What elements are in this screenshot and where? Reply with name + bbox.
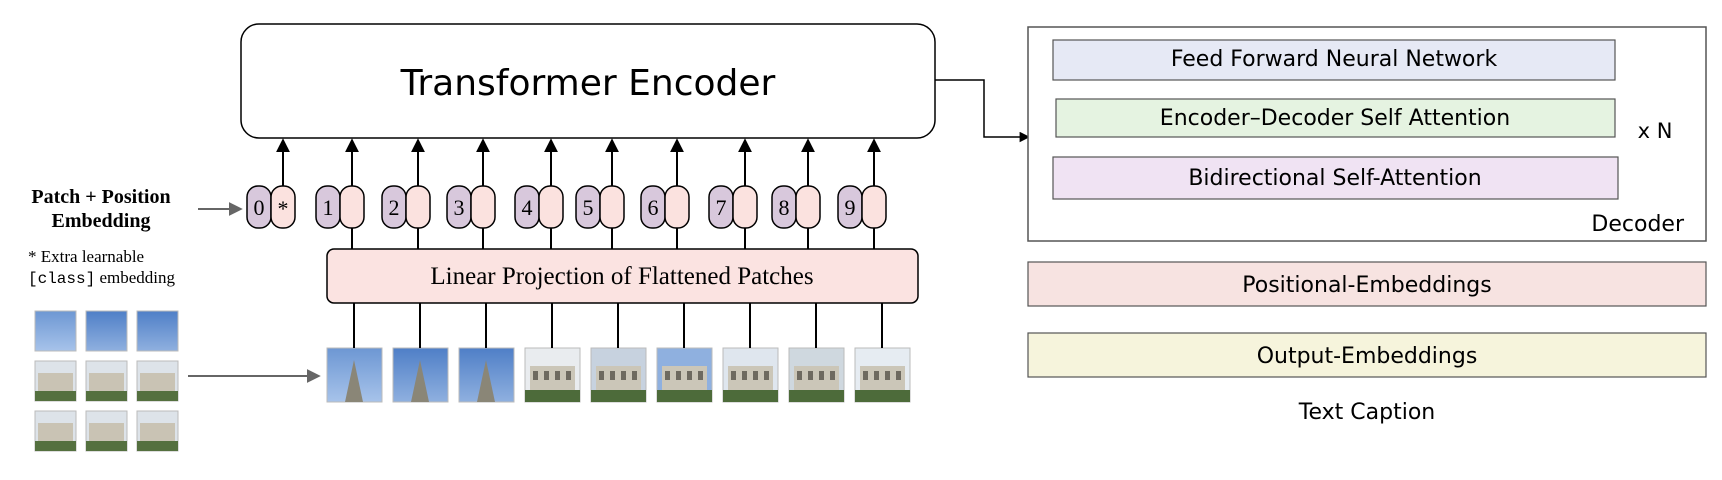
patch-sequence <box>326 303 911 403</box>
image-patch <box>326 303 383 403</box>
image-patch <box>854 303 911 403</box>
output-embeddings-label: Output-Embeddings <box>1257 344 1478 369</box>
class-embedding-note: [class] embedding <box>28 268 176 288</box>
image-patch <box>590 303 647 403</box>
extra-learnable-note: * Extra learnable <box>28 247 144 266</box>
grid-patch <box>85 360 128 402</box>
image-patch <box>458 303 515 403</box>
image-patch <box>392 303 449 403</box>
grid-patch <box>136 410 179 452</box>
token-pair: 8 <box>771 138 821 249</box>
token-index: 0 <box>254 195 265 220</box>
encoder-decoder-attention-label: Encoder–Decoder Self Attention <box>1160 106 1510 131</box>
token-index: 1 <box>323 195 334 220</box>
token-pair: 4 <box>514 138 564 249</box>
embedding-label: Embedding <box>52 210 151 232</box>
token-pair: 0* <box>246 138 296 229</box>
repeat-n-label: x N <box>1638 119 1673 143</box>
patch-embedding-token <box>861 185 887 229</box>
class-code: [class] <box>28 270 95 288</box>
decoder-title: Decoder <box>1591 212 1685 237</box>
patch-position-label: Patch + Position <box>31 186 170 208</box>
feed-forward-layer <box>1052 39 1616 81</box>
grid-patch <box>85 410 128 452</box>
token-pair: 2 <box>381 138 431 249</box>
image-patch <box>788 303 845 403</box>
patch-embedding-token <box>664 185 690 229</box>
encoder-decoder-attention-layer <box>1055 98 1616 138</box>
transformer-encoder-title: Transformer Encoder <box>400 63 776 104</box>
patch-embedding-token <box>405 185 431 229</box>
token-pair: 9 <box>837 138 887 249</box>
patch-embedding-token <box>339 185 365 229</box>
token-pair: 6 <box>640 138 690 249</box>
grid-patch <box>85 310 128 352</box>
linear-projection-box <box>326 248 919 304</box>
patch-embedding-token <box>599 185 625 229</box>
token-index: 3 <box>454 195 465 220</box>
text-caption-label: Text Caption <box>1298 400 1435 425</box>
output-embeddings-box <box>1027 332 1707 378</box>
patch-embedding-token <box>795 185 821 229</box>
embedding-word: embedding <box>95 268 175 287</box>
feed-forward-label: Feed Forward Neural Network <box>1171 47 1498 72</box>
linear-projection-label: Linear Projection of Flattened Patches <box>430 263 813 290</box>
positional-embeddings-box <box>1027 261 1707 307</box>
grid-patch <box>136 310 179 352</box>
token-index: 9 <box>845 195 856 220</box>
bidirectional-attention-label: Bidirectional Self-Attention <box>1188 166 1481 191</box>
image-patch <box>656 303 713 403</box>
token-index: 4 <box>522 195 533 220</box>
token-index: 5 <box>583 195 594 220</box>
patch-grid <box>34 310 179 452</box>
patch-embedding-token <box>732 185 758 229</box>
token-pair: 3 <box>446 138 496 249</box>
token-pair: 7 <box>708 138 758 249</box>
grid-patch <box>34 410 77 452</box>
encoder-to-decoder-arrow <box>935 79 1031 143</box>
token-pair: 5 <box>575 138 625 249</box>
token-index: 8 <box>779 195 790 220</box>
patch-embedding-token <box>470 185 496 229</box>
bidirectional-attention-layer <box>1052 156 1619 200</box>
grid-patch <box>34 360 77 402</box>
image-patch <box>524 303 581 403</box>
patch-embedding-token <box>538 185 564 229</box>
class-token-mark: * <box>278 196 289 221</box>
grid-patch <box>34 310 77 352</box>
transformer-encoder-box <box>240 23 936 139</box>
token-pair: 1 <box>315 138 365 249</box>
grid-patch <box>136 360 179 402</box>
token-index: 6 <box>648 195 659 220</box>
image-patch <box>722 303 779 403</box>
positional-embeddings-label: Positional-Embeddings <box>1242 273 1491 298</box>
token-index: 2 <box>389 195 400 220</box>
token-index: 7 <box>716 195 727 220</box>
